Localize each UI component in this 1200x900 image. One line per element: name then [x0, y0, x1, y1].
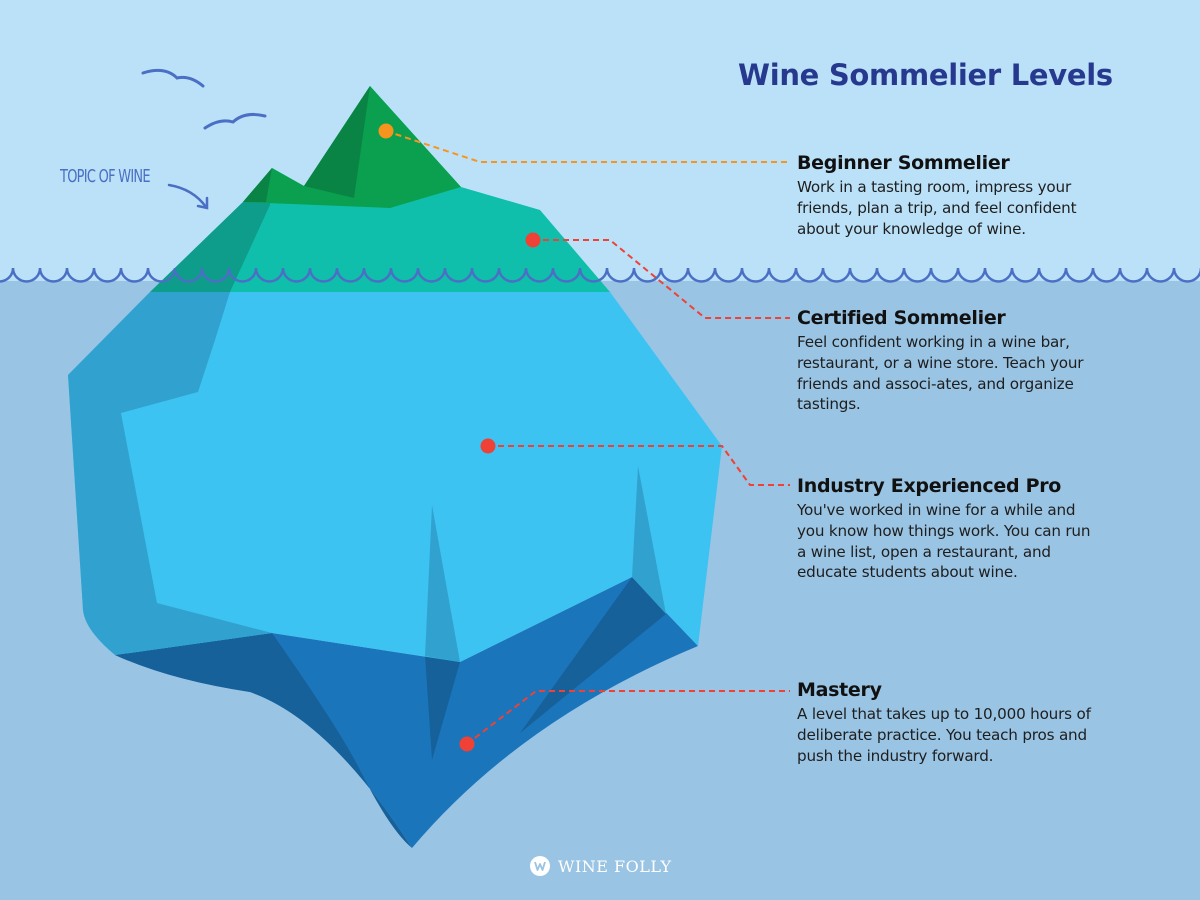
brand-name: WINE FOLLY — [558, 856, 672, 876]
brand-footer: WINE FOLLY — [530, 856, 672, 876]
level-description: You've worked in wine for a while and yo… — [797, 501, 1091, 582]
level-title: Mastery — [797, 679, 882, 701]
bird-icon — [203, 113, 267, 130]
wine-folly-logo-icon — [530, 856, 550, 876]
connector-industry — [488, 445, 790, 486]
topic-of-wine-annotation: Topic of wine — [60, 166, 151, 187]
curved-arrow-icon — [167, 183, 209, 210]
level-certified: Certified Sommelier Feel confident worki… — [797, 307, 1097, 415]
level-mastery: Mastery A level that takes up to 10,000 … — [797, 679, 1097, 766]
sky-background — [0, 0, 1200, 281]
connector-beginner — [385, 130, 790, 163]
level-beginner: Beginner Sommelier Work in a tasting roo… — [797, 152, 1097, 239]
level-title: Industry Experienced Pro — [797, 475, 1062, 497]
level-title: Beginner Sommelier — [797, 152, 1010, 174]
waterline-waves — [0, 267, 1200, 283]
level-description: Feel confident working in a wine bar, re… — [797, 333, 1084, 414]
level-description: Work in a tasting room, impress your fri… — [797, 178, 1077, 238]
bird-icon — [141, 68, 205, 88]
connector-certified — [533, 239, 790, 319]
level-title: Certified Sommelier — [797, 307, 1006, 329]
page-title: Wine Sommelier Levels — [738, 58, 1113, 92]
marker-beginner-icon — [378, 123, 394, 139]
level-industry-pro: Industry Experienced Pro You've worked i… — [797, 475, 1097, 583]
level-description: A level that takes up to 10,000 hours of… — [797, 705, 1091, 765]
marker-industry-icon — [480, 438, 496, 454]
iceberg-middle-section — [68, 292, 722, 662]
marker-certified-icon — [525, 232, 541, 248]
marker-mastery-icon — [459, 736, 475, 752]
